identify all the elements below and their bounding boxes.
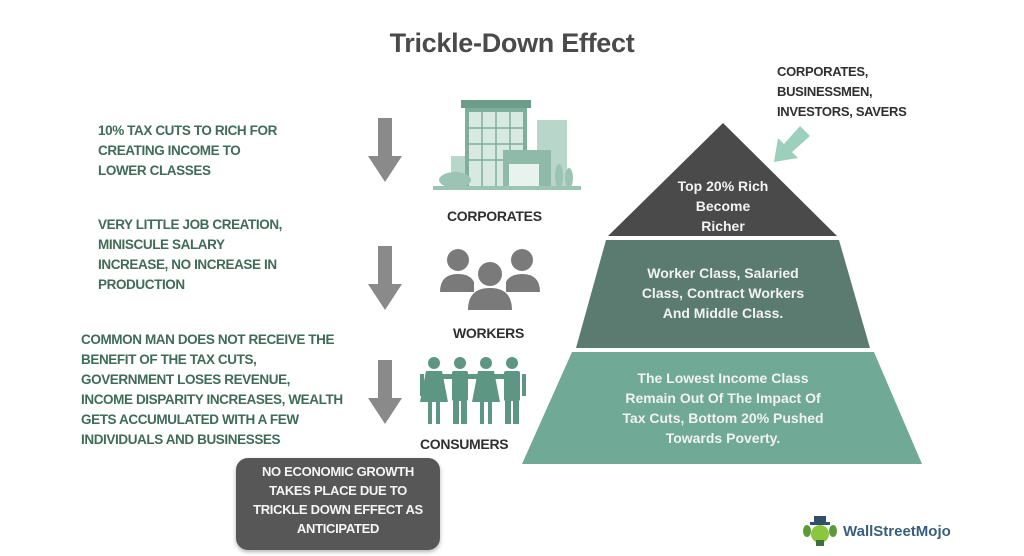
text-line: Top 20% Rich — [677, 178, 769, 194]
pyramid-bottom-tier — [522, 352, 922, 464]
pyramid — [522, 123, 922, 464]
text-line: GOVERNMENT LOSES REVENUE, — [81, 372, 291, 387]
down-arrow-icon — [368, 118, 402, 182]
step-2-description: VERY LITTLE JOB CREATION, MINISCULE SALA… — [98, 215, 282, 295]
brand-name: WallStreetMojo — [843, 522, 951, 540]
corporates-label: CORPORATES — [447, 208, 542, 224]
text-line: Class, Contract Workers — [641, 285, 805, 301]
step-1-description: 10% TAX CUTS TO RICH FOR CREATING INCOME… — [98, 121, 277, 181]
text-line: CORPORATES, — [777, 64, 869, 79]
text-line: INCOME DISPARITY INCREASES, WEALTH — [81, 392, 343, 407]
text-line: COMMON MAN DOES NOT RECEIVE THE — [81, 332, 335, 347]
consumers-icon — [420, 357, 526, 424]
text-line: VERY LITTLE JOB CREATION, — [98, 217, 283, 232]
diagram-title: Trickle-Down Effect — [389, 28, 635, 58]
text-line: PRODUCTION — [98, 277, 185, 292]
text-line: Become — [695, 198, 751, 214]
text-line: And Middle Class. — [662, 305, 784, 321]
bottom-tier-text: The Lowest Income Class Remain Out Of Th… — [590, 368, 856, 448]
wallstreetmojo-logo-icon — [803, 516, 837, 546]
text-line: Tax Cuts, Bottom 20% Pushed — [622, 410, 824, 426]
top-tier-text: Top 20% Rich Become Richer — [640, 176, 806, 236]
people-group-icon — [440, 249, 540, 310]
text-line: INCREASE, NO INCREASE IN — [98, 257, 277, 272]
text-line: 10% TAX CUTS TO RICH FOR — [98, 123, 277, 138]
callout-arrow-icon — [774, 126, 810, 162]
step-3-description: COMMON MAN DOES NOT RECEIVE THE BENEFIT … — [81, 330, 343, 450]
brand-logo: WallStreetMojo — [803, 516, 951, 546]
text-line: Richer — [701, 218, 745, 234]
text-line: TAKES PLACE DUE TO — [269, 483, 407, 498]
text-line: ANTICIPATED — [296, 521, 380, 536]
consumers-label: CONSUMERS — [420, 436, 509, 452]
text-line: BUSINESSMEN, — [777, 84, 873, 99]
text-line: Towards Poverty. — [665, 430, 781, 446]
text-line: INVESTORS, SAVERS — [777, 104, 907, 119]
pyramid-middle-tier — [576, 240, 870, 348]
text-line: LOWER CLASSES — [98, 163, 211, 178]
building-icon — [433, 100, 581, 190]
workers-label: WORKERS — [453, 325, 525, 341]
conclusion-box: NO ECONOMIC GROWTH TAKES PLACE DUE TO TR… — [236, 458, 440, 550]
callout-text: CORPORATES, BUSINESSMEN, INVESTORS, SAVE… — [777, 62, 907, 122]
text-line: BENEFIT OF THE TAX CUTS, — [81, 352, 257, 367]
middle-tier-text: Worker Class, Salaried Class, Contract W… — [610, 263, 836, 323]
text-line: Remain Out Of The Impact Of — [625, 390, 821, 406]
down-arrow-icon — [368, 246, 402, 310]
text-line: TRICKLE DOWN EFFECT AS — [253, 502, 423, 517]
text-line: CREATING INCOME TO — [98, 143, 241, 158]
text-line: NO ECONOMIC GROWTH — [261, 464, 415, 479]
text-line: The Lowest Income Class — [637, 370, 809, 386]
pyramid-top-tier — [608, 123, 837, 236]
text-line: INDIVIDUALS AND BUSINESSES — [81, 432, 281, 447]
text-line: Worker Class, Salaried — [647, 265, 799, 281]
text-line: MINISCULE SALARY — [98, 237, 225, 252]
text-line: GETS ACCUMULATED WITH A FEW — [81, 412, 299, 427]
down-arrow-icon — [368, 360, 402, 424]
